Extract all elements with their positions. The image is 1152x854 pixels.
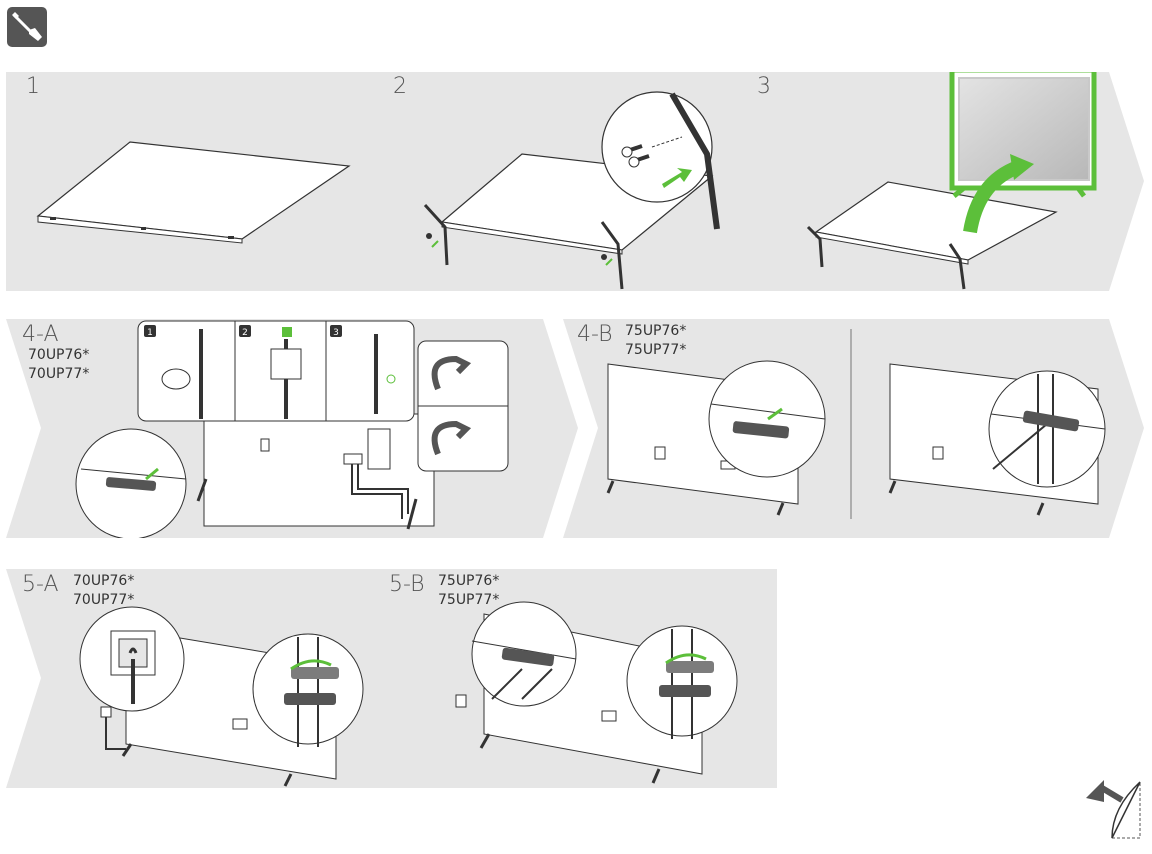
screwdriver-icon (7, 7, 47, 47)
step-4a-number: 4-A (22, 322, 59, 347)
step-1-number: 1 (26, 74, 40, 99)
step-4a-models: 70UP76* 70UP77* (28, 346, 89, 384)
step-2-number: 2 (393, 74, 407, 99)
step-5b-number: 5-B (389, 572, 425, 597)
substep-2-number: 2 (242, 328, 248, 338)
model-70up77: 70UP77* (28, 365, 89, 384)
model-70up76: 70UP76* (73, 572, 134, 591)
model-75up76: 75UP76* (438, 572, 499, 591)
step-2-panel (372, 72, 777, 291)
step-3-number: 3 (757, 74, 771, 99)
step-5a-models: 70UP76* 70UP77* (73, 572, 134, 610)
substep-3-number: 3 (333, 328, 339, 338)
page-turn-icon[interactable] (1082, 778, 1146, 846)
step-5a-number: 5-A (22, 572, 59, 597)
step-5b-panel (372, 569, 777, 788)
step-4b-models: 75UP76* 75UP77* (625, 322, 686, 360)
substep-1-number: 1 (147, 328, 153, 338)
step-4b-number: 4-B (577, 322, 613, 347)
model-75up77: 75UP77* (625, 341, 686, 360)
step-3-panel (738, 72, 1144, 291)
step-1-panel (6, 72, 411, 291)
step-5a-panel (6, 569, 411, 788)
step-5b-models: 75UP76* 75UP77* (438, 572, 499, 610)
model-70up76: 70UP76* (28, 346, 89, 365)
model-75up76: 75UP76* (625, 322, 686, 341)
model-70up77: 70UP77* (73, 591, 134, 610)
step-4a-panel: 1 2 3 (6, 319, 578, 538)
model-75up77: 75UP77* (438, 591, 499, 610)
